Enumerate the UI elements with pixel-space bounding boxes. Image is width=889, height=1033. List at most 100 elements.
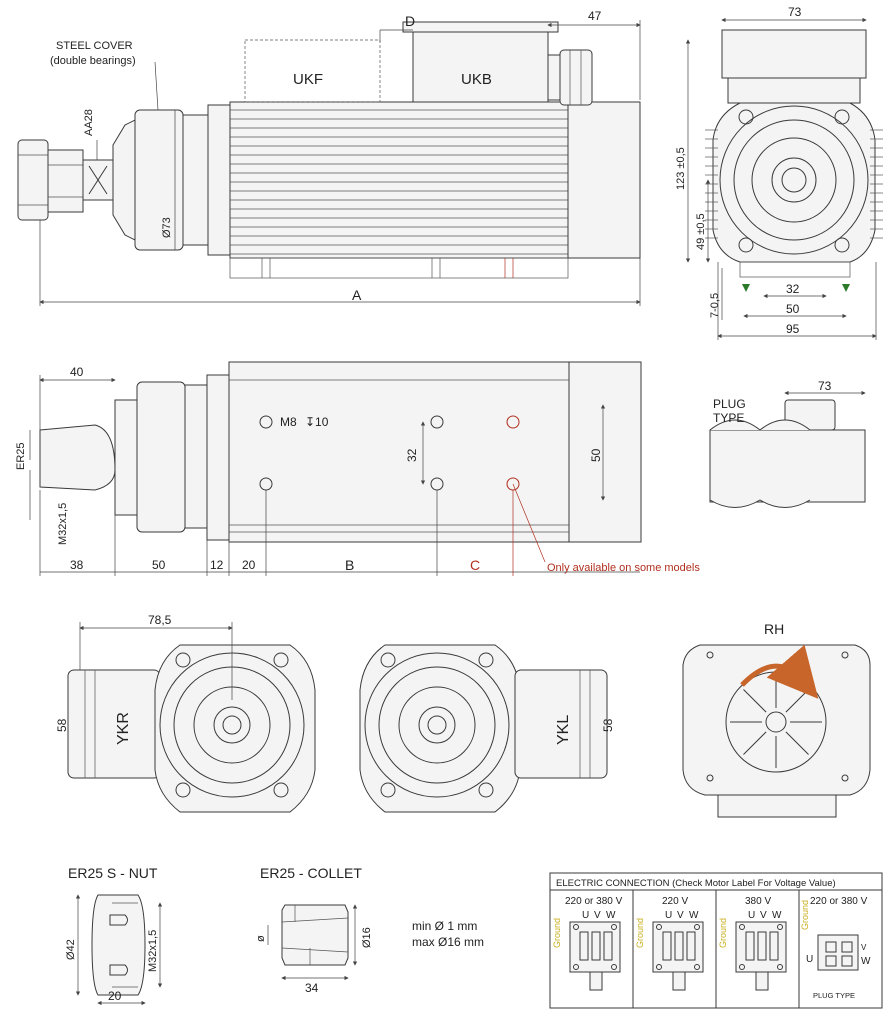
collet-dim-34: 34 bbox=[305, 981, 319, 995]
plug-pin bbox=[841, 941, 853, 953]
end-view bbox=[685, 17, 883, 340]
ground-label-4: Ground bbox=[800, 900, 810, 930]
terminal-post bbox=[769, 931, 779, 961]
plug-v: V bbox=[861, 943, 867, 952]
rh-view bbox=[682, 644, 871, 818]
side-dim-40: 40 bbox=[70, 365, 84, 379]
side-dim-50: 50 bbox=[589, 448, 603, 462]
box3-w: W bbox=[772, 910, 782, 921]
electric-title: ELECTRIC CONNECTION (Check Motor Label F… bbox=[556, 878, 836, 889]
box1-voltage: 220 or 380 V bbox=[565, 896, 623, 907]
box-screw bbox=[777, 964, 783, 970]
terminal-post bbox=[674, 931, 684, 961]
box2-w: W bbox=[689, 910, 699, 921]
plug-w: W bbox=[861, 956, 871, 967]
ykr-label: YKR bbox=[115, 712, 132, 745]
side-dim-50b: 50 bbox=[152, 558, 166, 572]
side-dim-20: 20 bbox=[242, 558, 256, 572]
box-screw bbox=[777, 924, 783, 930]
m8-label: M8 bbox=[280, 415, 297, 429]
plug-type-label: TYPE bbox=[713, 411, 744, 425]
side-dim-38: 38 bbox=[70, 558, 84, 572]
d73-label: Ø73 bbox=[161, 217, 173, 238]
box-screw bbox=[656, 964, 662, 970]
nut-d42: Ø42 bbox=[65, 939, 77, 960]
collet-max: max Ø16 mm bbox=[412, 935, 484, 949]
ykr-view bbox=[67, 622, 316, 813]
collet-d16: Ø16 bbox=[361, 927, 373, 948]
end-dim-123: 123 ±0,5 bbox=[675, 147, 687, 190]
box-screw bbox=[611, 964, 617, 970]
collet-phi: ø bbox=[255, 935, 267, 942]
d-label: D bbox=[405, 13, 415, 29]
ykl-dim-58: 58 bbox=[601, 718, 615, 732]
models-note: Only available on some models bbox=[547, 562, 700, 574]
ukb-label: UKB bbox=[461, 71, 492, 88]
terminal-post bbox=[662, 931, 672, 961]
box-screw bbox=[739, 964, 745, 970]
ground-label-2: Ground bbox=[635, 918, 645, 948]
collet-view bbox=[267, 904, 358, 981]
plug-pin bbox=[841, 955, 853, 967]
nut-m32: M32x1,5 bbox=[147, 930, 159, 972]
collet-min: min Ø 1 mm bbox=[412, 919, 477, 933]
plug-pin bbox=[825, 941, 837, 953]
end-dim-7: 7-0,5 bbox=[709, 293, 721, 318]
box-screw bbox=[739, 924, 745, 930]
end-dim-32: 32 bbox=[786, 282, 800, 296]
er25-label: ER25 bbox=[15, 442, 27, 470]
plug-label: PLUG bbox=[713, 397, 746, 411]
collet-title: ER25 - COLLET bbox=[260, 865, 362, 881]
side-dim-32: 32 bbox=[405, 448, 419, 462]
box-screw bbox=[573, 924, 579, 930]
box4-voltage: 220 or 380 V bbox=[810, 896, 868, 907]
side-view bbox=[29, 361, 642, 576]
terminal-post bbox=[591, 931, 601, 961]
box2-u: U bbox=[665, 910, 672, 921]
terminal-post bbox=[579, 931, 589, 961]
ykl-view bbox=[359, 644, 608, 813]
terminal-post bbox=[603, 931, 613, 961]
m8-depth-label: ↧10 bbox=[305, 415, 329, 429]
fan-spoke bbox=[785, 731, 809, 755]
terminal-post bbox=[686, 931, 696, 961]
plug-dim-73: 73 bbox=[818, 379, 832, 393]
terminal-post bbox=[745, 931, 755, 961]
plug-type-caption: PLUG TYPE bbox=[813, 991, 855, 1000]
end-dim-73: 73 bbox=[788, 5, 802, 19]
end-dim-95: 95 bbox=[786, 322, 800, 336]
ykl-label: YKL bbox=[555, 715, 572, 745]
box3-voltage: 380 V bbox=[745, 896, 771, 907]
side-dim-12: 12 bbox=[210, 558, 224, 572]
box1-v: V bbox=[594, 910, 601, 921]
box3-v: V bbox=[760, 910, 767, 921]
dim-47-label: 47 bbox=[588, 9, 602, 23]
c-label: C bbox=[470, 557, 480, 573]
fan-spoke bbox=[743, 689, 767, 713]
ykr-dim-785: 78,5 bbox=[148, 613, 172, 627]
box2-v: V bbox=[677, 910, 684, 921]
a-label: A bbox=[352, 287, 362, 303]
ykr-dim-58: 58 bbox=[55, 718, 69, 732]
box-screw bbox=[611, 924, 617, 930]
box2-voltage: 220 V bbox=[662, 896, 688, 907]
plug-view bbox=[709, 390, 866, 508]
rh-label: RH bbox=[764, 621, 784, 637]
box1-w: W bbox=[606, 910, 616, 921]
nut-view bbox=[75, 894, 163, 1006]
end-dim-50: 50 bbox=[786, 302, 800, 316]
ground-label-3: Ground bbox=[718, 918, 728, 948]
labels: STEEL COVER (double bearings) AA28 Ø73 U… bbox=[15, 5, 871, 1003]
box-screw bbox=[573, 964, 579, 970]
ukf-label: UKF bbox=[293, 71, 323, 88]
box-screw bbox=[694, 964, 700, 970]
box1-u: U bbox=[582, 910, 589, 921]
plug-pin bbox=[825, 955, 837, 967]
steel-cover-label: STEEL COVER bbox=[56, 40, 133, 52]
top-view bbox=[17, 20, 641, 306]
nut-dim-20: 20 bbox=[108, 989, 122, 1003]
fan-spoke bbox=[743, 731, 767, 755]
electric-connection bbox=[549, 872, 883, 1009]
box3-u: U bbox=[748, 910, 755, 921]
